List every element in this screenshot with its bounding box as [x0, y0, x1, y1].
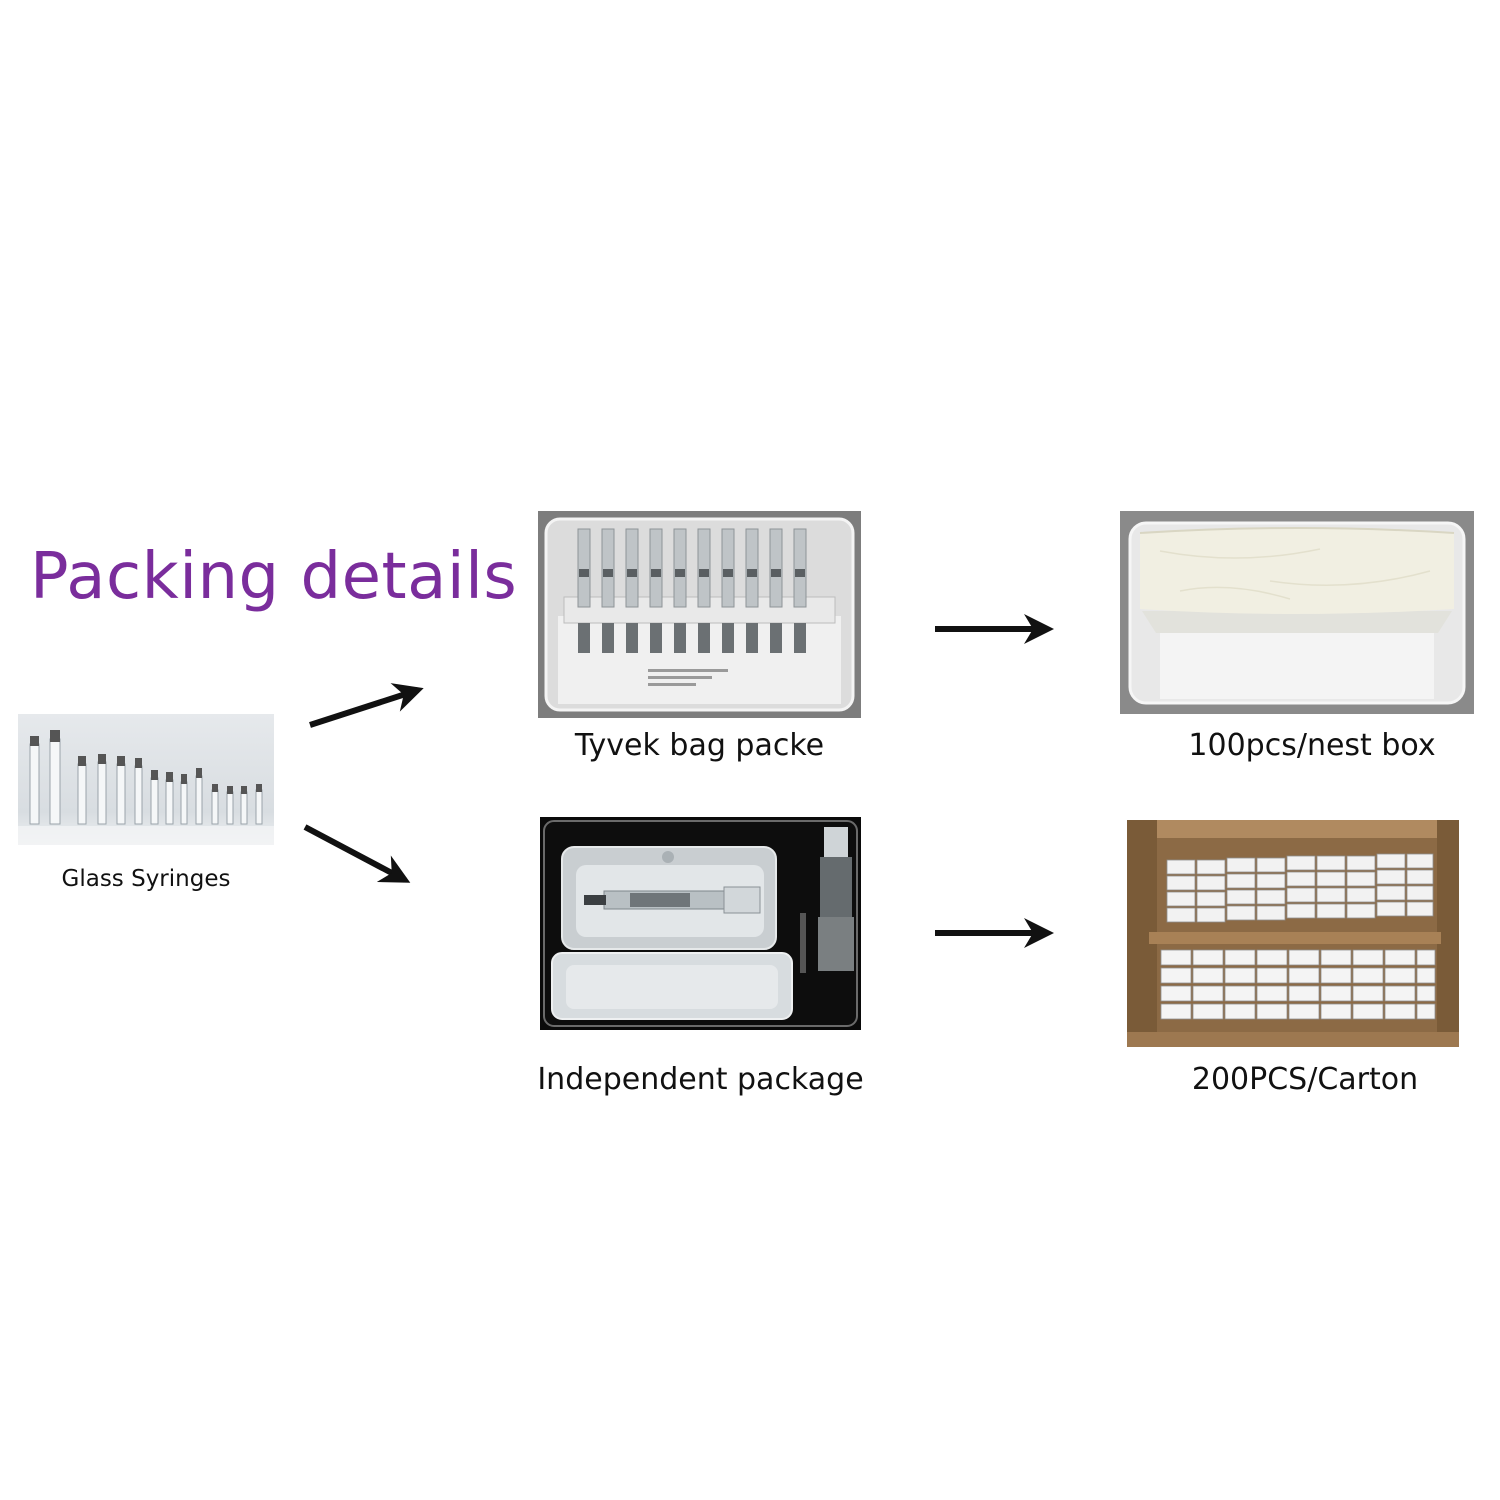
glass-syringes-photo	[18, 714, 274, 845]
carton-caption: 200PCS/Carton	[1191, 1062, 1419, 1097]
independent-package-caption: Independent package	[537, 1062, 864, 1097]
nest-box-caption: 100pcs/nest box	[1188, 728, 1436, 763]
tyvek-bag-caption: Tyvek bag packe	[574, 728, 825, 763]
arrow-to-tyvek-icon	[309, 683, 424, 728]
tyvek-bag-photo	[538, 511, 861, 718]
glass-syringes-caption: Glass Syringes	[61, 866, 231, 892]
independent-package-photo	[540, 817, 861, 1030]
carton-photo	[1127, 820, 1459, 1047]
nest-box-photo	[1120, 511, 1474, 714]
page-title: Packing details	[30, 540, 518, 614]
arrow-to-independent-icon	[303, 824, 411, 883]
